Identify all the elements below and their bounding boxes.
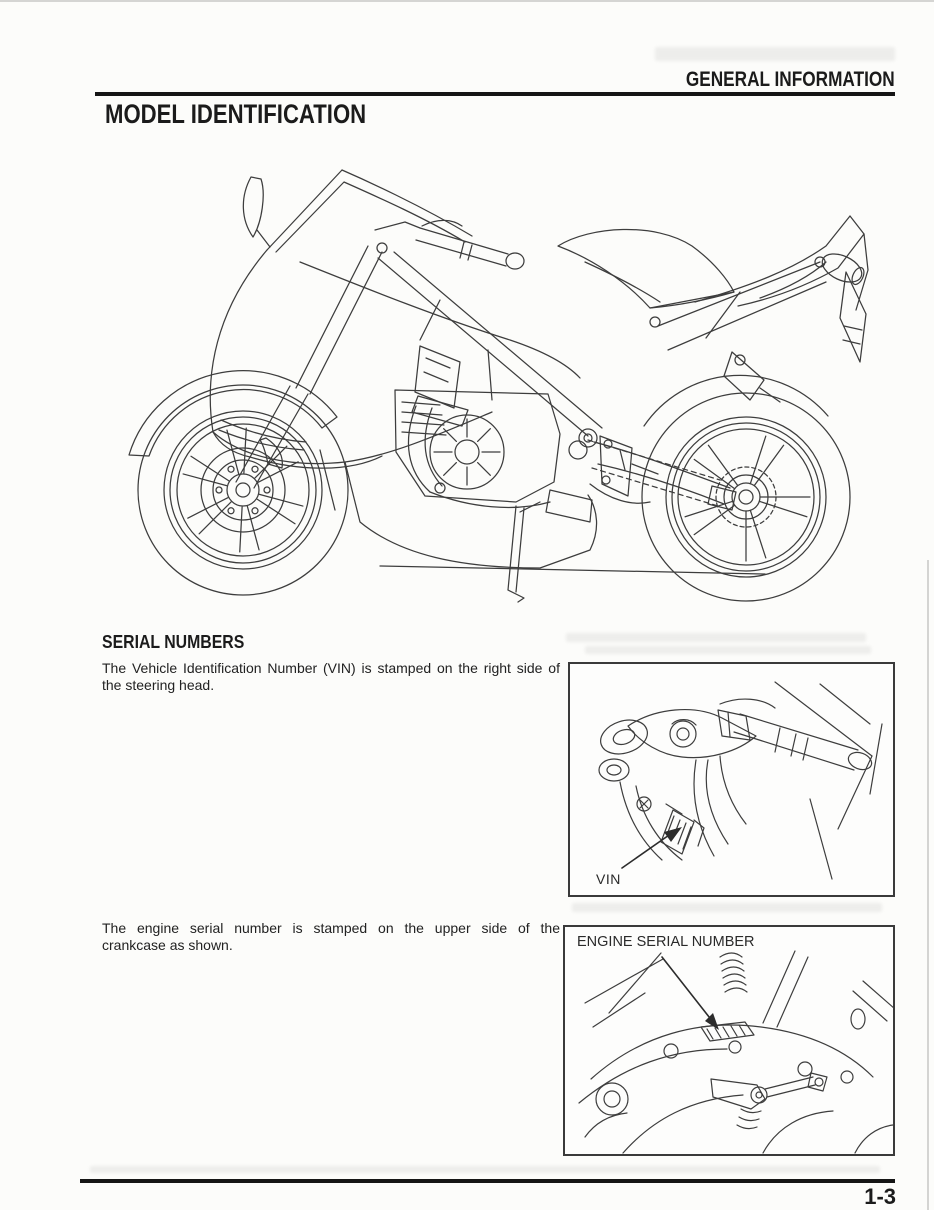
frame-tubes — [584, 950, 893, 1030]
fairing-vent — [411, 395, 469, 427]
steering-head-line-art — [598, 681, 883, 880]
ghost-text — [572, 903, 882, 912]
header-rule — [95, 92, 895, 96]
rear-wheel — [641, 392, 851, 602]
engine-serial-arrow — [661, 956, 719, 1030]
fork-leg — [619, 781, 683, 861]
page-title-text: MODEL IDENTIFICATION — [105, 99, 367, 129]
brake-pedal — [589, 483, 651, 504]
handlebar-grip — [717, 698, 873, 771]
ghost-text — [585, 646, 871, 654]
vin-callout-label: VIN — [596, 871, 621, 887]
scan-artifact-right — [927, 560, 929, 1210]
spring-coil — [719, 952, 748, 993]
chain-lower — [591, 467, 719, 507]
exhaust — [407, 405, 593, 523]
license-bracket — [839, 271, 867, 363]
mirror — [242, 176, 271, 248]
motorcycle-illustration — [120, 150, 880, 620]
seat-tail — [649, 215, 869, 363]
page-number: 1-3 — [864, 1184, 896, 1209]
page-title: MODEL IDENTIFICATION — [105, 99, 424, 130]
radiator — [414, 345, 461, 409]
ghost-text — [566, 633, 866, 642]
front-sprocket — [568, 440, 588, 460]
scan-artifact-top — [0, 0, 934, 2]
clutch-cover — [429, 414, 505, 490]
fairing — [209, 249, 766, 575]
section-title: GENERAL INFORMATION — [640, 68, 895, 92]
kickstand — [507, 501, 541, 603]
top-yoke — [598, 709, 757, 782]
front-spokes — [182, 427, 304, 553]
frame-edges — [774, 681, 883, 880]
rear-hugger — [643, 374, 829, 427]
vin-stamp-plate — [660, 803, 705, 855]
windscreen — [266, 169, 473, 253]
fuel-tank — [557, 228, 735, 309]
vin-illustration-box: VIN — [568, 662, 895, 897]
chain-upper — [587, 439, 721, 481]
footer-rule — [80, 1179, 895, 1183]
linkage — [710, 1072, 828, 1130]
crankcase — [578, 1024, 893, 1154]
engine-paragraph-line2: crankcase as shown. — [102, 936, 233, 953]
frame — [377, 251, 827, 437]
axle-adjuster — [707, 485, 737, 511]
footpeg-hanger — [589, 351, 781, 504]
vin-paragraph-line2: the steering head. — [102, 676, 215, 693]
section-title-text: GENERAL INFORMATION — [686, 68, 895, 91]
front-fork — [235, 245, 383, 489]
engine-paragraph-line1: The engine serial number is stamped on t… — [102, 920, 560, 936]
swingarm-pivot — [578, 428, 598, 448]
engine-callout-label: ENGINE SERIAL NUMBER — [577, 934, 755, 950]
serial-numbers-heading-text: SERIAL NUMBERS — [102, 632, 245, 652]
serial-stamp-pad — [700, 1021, 755, 1042]
swingarm — [578, 374, 829, 511]
rear-spokes — [684, 435, 811, 562]
engine-paragraph: The engine serial number is stamped on t… — [102, 920, 560, 953]
front-wheel — [137, 384, 349, 596]
crankcase-line-art — [578, 950, 893, 1154]
vin-paragraph-line1: The Vehicle Identification Number (VIN) … — [102, 660, 560, 676]
lower-cowl — [344, 461, 598, 569]
brake-lever — [719, 698, 776, 709]
front-fender — [128, 370, 338, 457]
vin-arrow — [621, 827, 682, 869]
brake-lever — [421, 219, 463, 227]
motorcycle-line-art — [128, 169, 869, 603]
ghost-text — [655, 47, 895, 61]
engine-illustration-box: ENGINE SERIAL NUMBER — [563, 925, 895, 1156]
vin-paragraph: The Vehicle Identification Number (VIN) … — [102, 660, 560, 693]
muffler — [821, 253, 863, 283]
handlebar — [374, 219, 525, 270]
ghost-text — [90, 1166, 880, 1173]
brake-hoses — [693, 755, 747, 857]
passenger-peg-bracket — [723, 351, 765, 401]
serial-numbers-heading: SERIAL NUMBERS — [102, 632, 264, 653]
